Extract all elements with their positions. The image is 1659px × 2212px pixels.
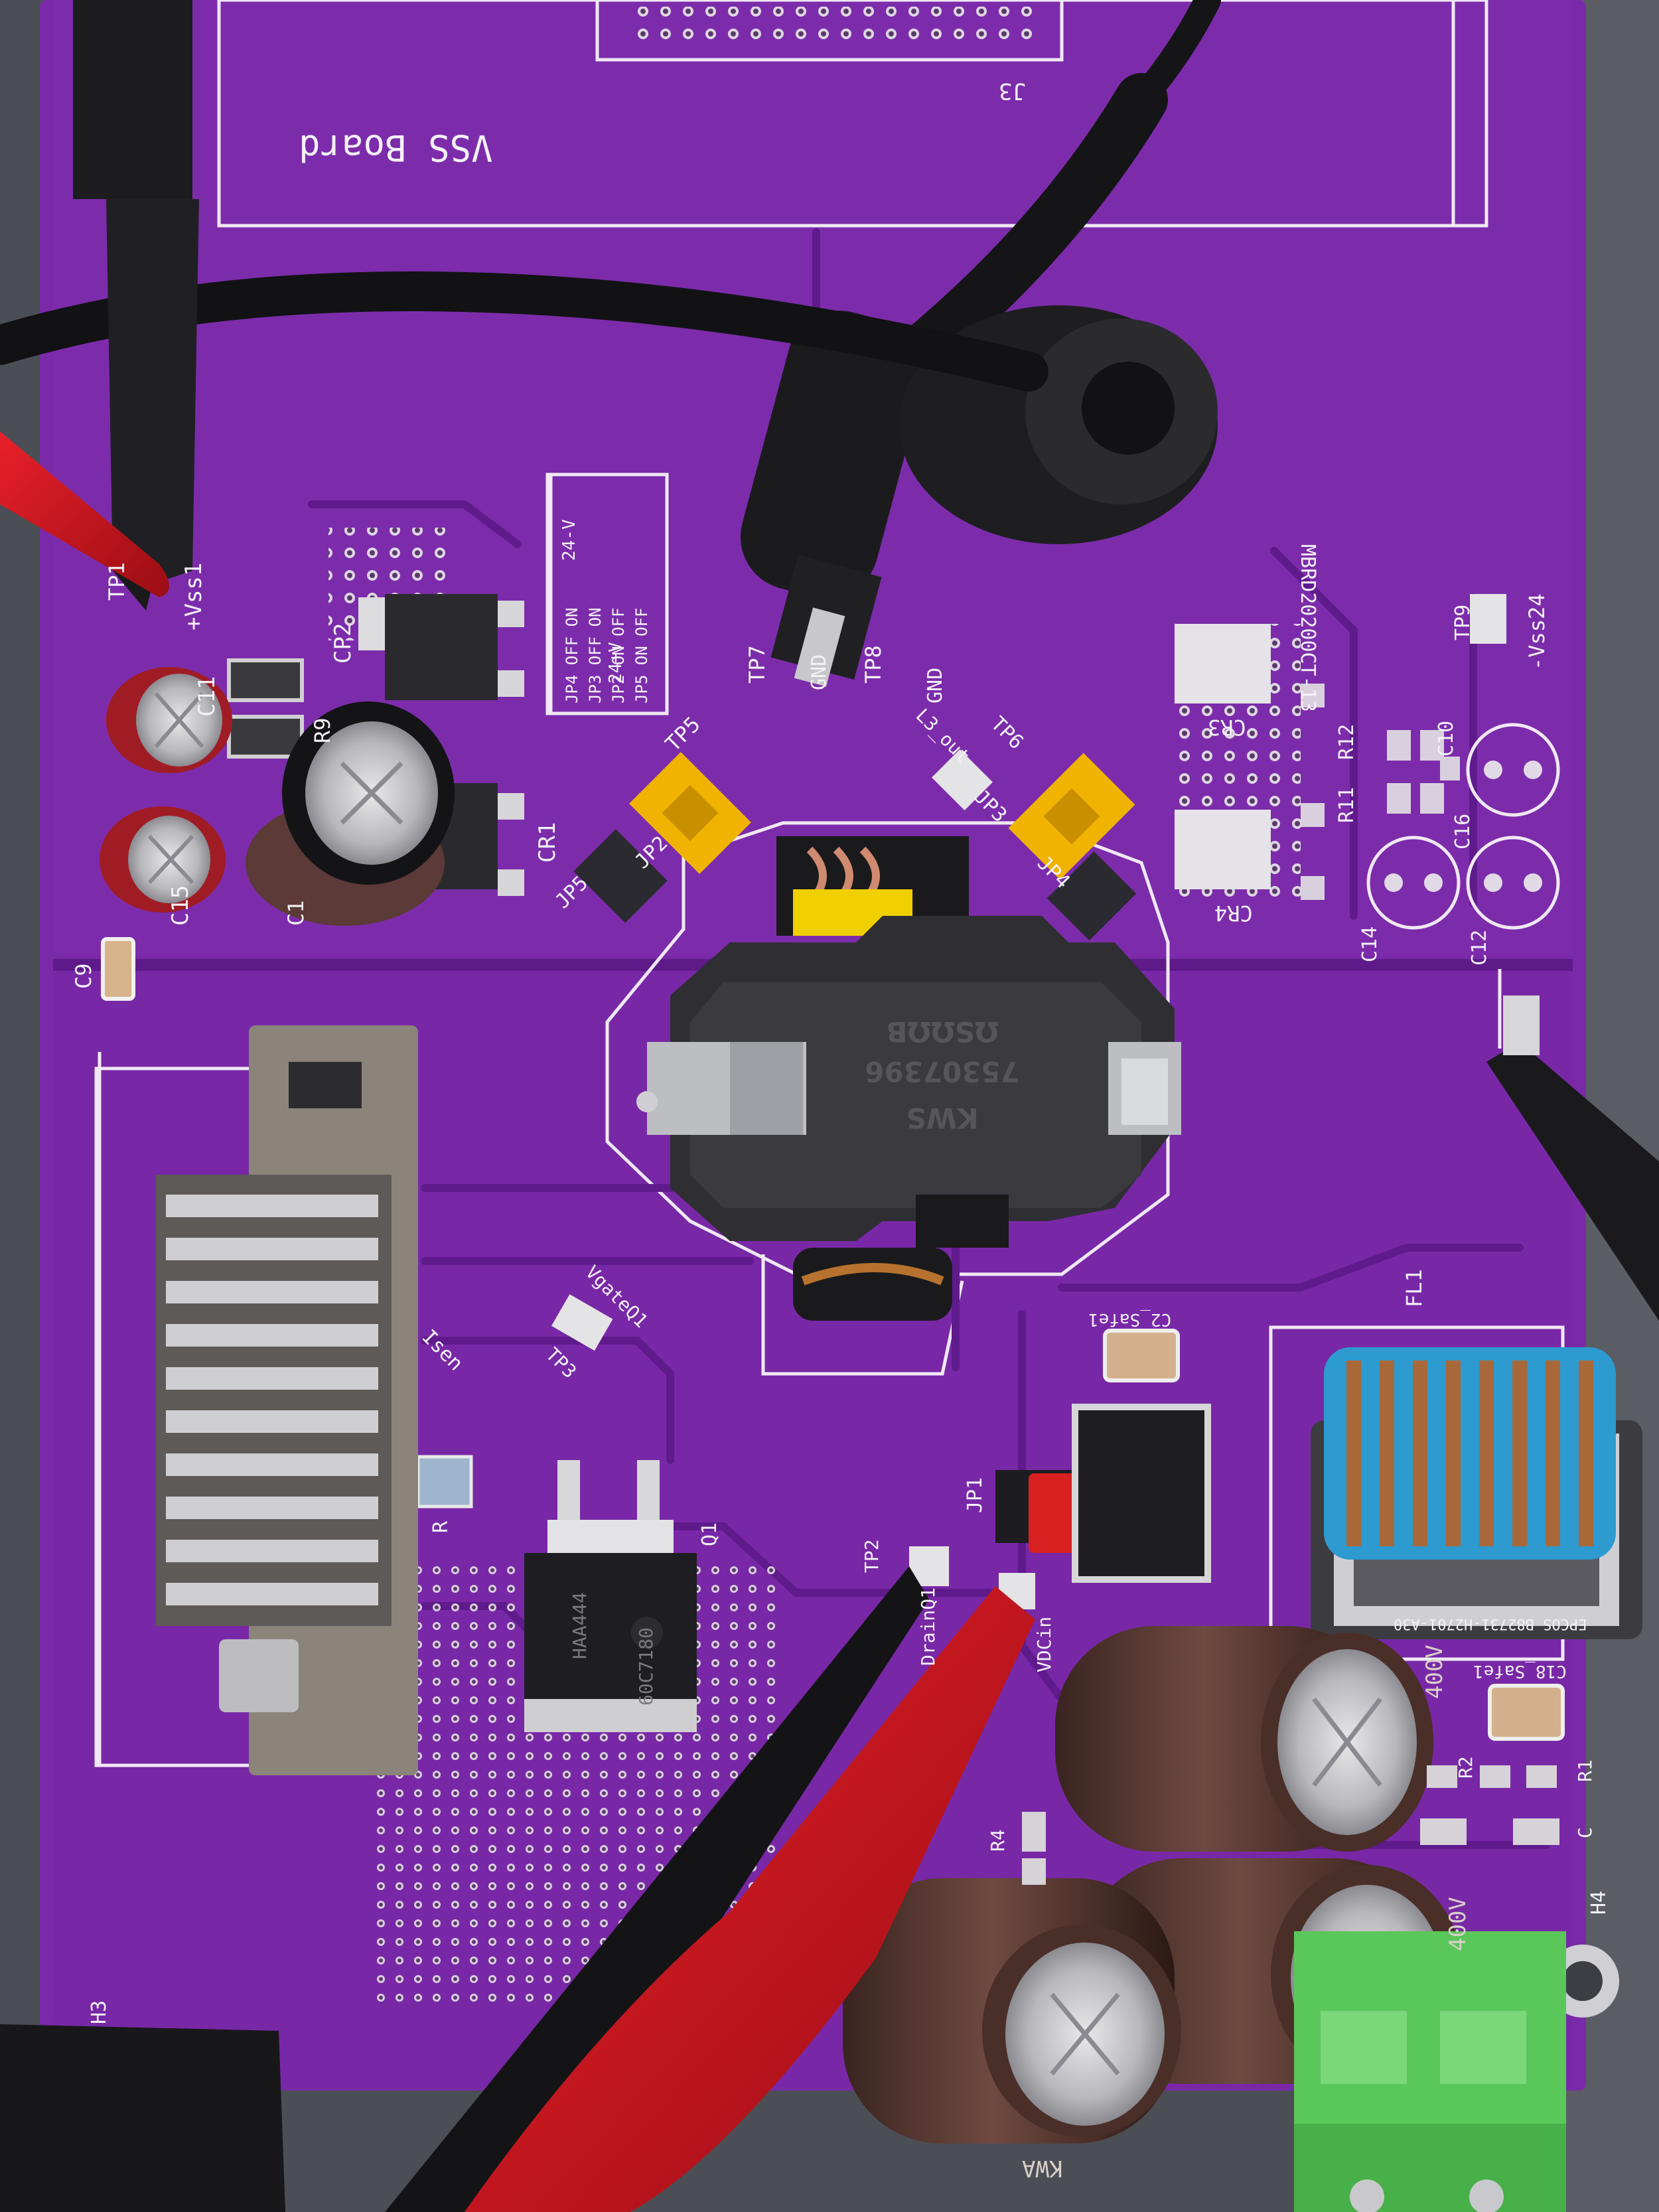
smd-bottom-right (1022, 1765, 1559, 1885)
table-row-4: JP4 OFF ON (563, 607, 581, 704)
cap-c11-red (106, 667, 232, 773)
cap-big-1 (1055, 1626, 1433, 1852)
label-c12: C12 (1468, 929, 1491, 966)
label-q1: Q1 (698, 1522, 721, 1546)
label-c18-safe: C18_Safe1 (1473, 1661, 1567, 1681)
label-r1: R1 (1574, 1759, 1596, 1782)
scope-probe-head (740, 305, 1218, 687)
cap-pads (1384, 761, 1542, 892)
label-tp8: TP8 (861, 645, 886, 684)
label-cr1: CR1 (534, 822, 561, 863)
cap-footprints (1366, 723, 1560, 930)
label-c16: C16 (1451, 813, 1475, 849)
header-jp5 (573, 829, 668, 923)
label-q1-part: 60C7180 (635, 1627, 657, 1706)
label-c9: C9 (71, 963, 96, 989)
transformer (636, 836, 1181, 1321)
daughter-module (156, 1025, 418, 1775)
label-gnd-b: GND (924, 667, 947, 703)
cap-rating-c: 400V (1445, 1897, 1471, 1951)
probe-right-black (1486, 995, 1659, 1321)
jumper-table-box (545, 473, 669, 715)
jumper-jp3 (1008, 753, 1135, 880)
probe-cable-black-top (902, 0, 1221, 372)
cap-c1-large (246, 701, 455, 926)
label-c11: C11 (194, 676, 220, 717)
probe-bottom-red (465, 1586, 1035, 2212)
svg-text:KWS: KWS (906, 1102, 978, 1134)
label-vss1: +Vss1 (180, 562, 207, 630)
cap-big-3 (843, 1878, 1181, 2144)
label-tp1: TP1 (104, 562, 129, 601)
label-vdcin: VDCin (1033, 1616, 1055, 1672)
label-r9: R9 (310, 717, 335, 743)
label-r: R (429, 1520, 453, 1533)
label-c1: C1 (283, 900, 309, 926)
probe-bottom-black (0, 1566, 929, 2212)
transformer-label-text: ΩSΩΩB 75307396 KWS (865, 1015, 1020, 1134)
label-h3: H3 (88, 2000, 111, 2024)
label-vss24: -Vss24 (1524, 593, 1550, 670)
label-r11: R11 (1335, 786, 1358, 823)
label-j3: J3 (999, 78, 1026, 104)
table-row-3: JP3 OFF ON (586, 607, 605, 704)
c2-safe-cap (1103, 1329, 1180, 1382)
table-row-1: JP5 ON OFF (632, 607, 651, 704)
label-drain: DrainQ1 (917, 1587, 939, 1666)
c11-part (227, 658, 304, 702)
probe-left-black (73, 0, 199, 611)
table-row-2: JP2 ON OFF (609, 607, 628, 704)
label-fl1: FL1 (1402, 1269, 1427, 1307)
c18-safe-cap (1488, 1684, 1565, 1741)
label-c10: C10 (1435, 720, 1458, 757)
header-pins-j3 (637, 7, 1035, 46)
cp2-package (358, 594, 524, 700)
label-c15: C15 (167, 885, 194, 926)
label-epcos: EPCOS B82731-H2701-A30 (1394, 1615, 1587, 1632)
label-tp9: TP9 (1451, 604, 1475, 640)
jumper-jp2 (629, 752, 751, 874)
label-mbrd: MBRD20200CT-13 (1296, 544, 1319, 712)
board-title: VSS Board (299, 127, 493, 169)
cr4-footprint (1175, 810, 1271, 889)
cap-c15-red (100, 806, 226, 913)
label-q1-code: HAA444 (569, 1591, 591, 1659)
label-cp2: CP2 (330, 623, 356, 664)
resistor-isen (416, 1455, 473, 1509)
label-c: C (1574, 1827, 1596, 1838)
label-tp7: TP7 (745, 645, 770, 684)
terminal-block (1294, 1931, 1566, 2212)
label-c2-safe: C2_Safe1 (1088, 1309, 1172, 1329)
c9-part (101, 937, 135, 1001)
q1-mosfet (524, 1460, 697, 1732)
label-gnd-a: GND (808, 654, 831, 690)
label-r2: R2 (1455, 1756, 1477, 1779)
label-cr4: CR4 (1214, 901, 1253, 926)
cr3-footprint (1175, 624, 1271, 703)
header-jp4 (1046, 851, 1137, 941)
cap-rating-b: KWA (1022, 2155, 1063, 2181)
smd-pads (1301, 684, 1460, 900)
label-cr3: CR3 (1208, 715, 1246, 740)
fl1-choke (1311, 1347, 1642, 1639)
cap-rating-a: 400V (1421, 1645, 1448, 1699)
label-jp1: JP1 (964, 1477, 987, 1513)
svg-text:75307396: 75307396 (865, 1055, 1020, 1088)
label-tp2: TP2 (861, 1539, 883, 1573)
r9-part (227, 715, 304, 759)
label-r12: R12 (1335, 723, 1358, 760)
table-header-24m: 24-V (559, 519, 579, 561)
svg-text:ΩSΩΩB: ΩSΩΩB (886, 1015, 998, 1048)
label-c14: C14 (1358, 926, 1382, 962)
smd-block (1072, 1404, 1211, 1583)
label-r4: R4 (987, 1829, 1009, 1852)
probe-left-red (0, 431, 169, 597)
label-h4: H4 (1587, 1890, 1611, 1915)
